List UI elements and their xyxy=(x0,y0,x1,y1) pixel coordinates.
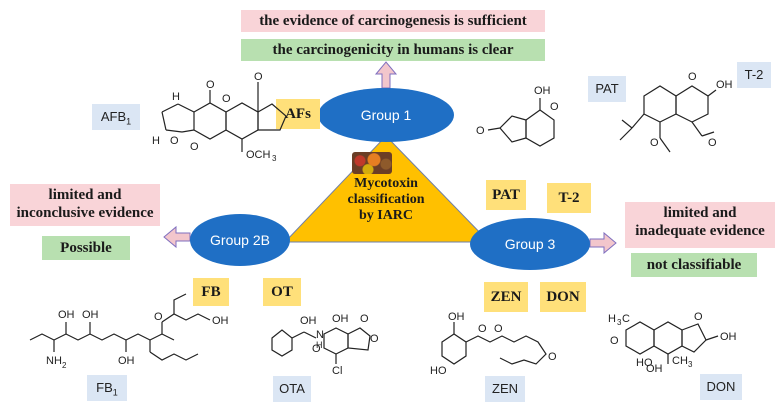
tag-t2: T-2 xyxy=(547,183,591,213)
tag-pat-structure: PAT xyxy=(588,76,626,102)
ota-oh1: OH xyxy=(300,315,317,327)
ota-cl: Cl xyxy=(332,365,342,377)
fb1-oh4: OH xyxy=(212,315,229,327)
afb1-och3-sub: 3 xyxy=(272,154,277,163)
fb1-nh2-sub: 2 xyxy=(62,361,67,370)
center-title-line2: classification xyxy=(347,192,425,207)
fb1-oh2: OH xyxy=(82,309,99,321)
fb1-sub: 1 xyxy=(112,387,118,398)
afb1-h1: H xyxy=(172,91,180,103)
center-triangle xyxy=(283,135,491,243)
tag-fb1: FB1 xyxy=(87,375,127,401)
zen-ho: HO xyxy=(430,365,447,377)
tag-fb: FB xyxy=(193,278,229,306)
group3-arrow xyxy=(589,231,617,255)
group1-evidence-label: the evidence of carcinogenesis is suffic… xyxy=(241,10,545,32)
center-title-line1: Mycotoxin xyxy=(354,176,418,191)
group2b-arrow xyxy=(163,225,191,249)
don-oh2: OH xyxy=(646,363,663,375)
group2b-evidence-label: limited and inconclusive evidence xyxy=(10,184,160,226)
spice-bowls-icon xyxy=(352,152,392,174)
fb1-o: O xyxy=(154,311,163,323)
afb1-o2: O xyxy=(254,71,263,83)
ota-o3: O xyxy=(370,333,379,345)
t2-structure: OH O O O xyxy=(619,71,733,153)
tag-don: DON xyxy=(540,282,586,312)
fb1-oh3: OH xyxy=(118,355,135,367)
tag-ot: OT xyxy=(263,278,301,306)
group2b-evidence-line2: inconclusive evidence xyxy=(16,205,154,221)
tag-afb1: AFB1 xyxy=(92,104,140,130)
tag-ota: OTA xyxy=(273,376,311,402)
group1-conclusion-label: the carcinogenicity in humans is clear xyxy=(241,39,545,61)
group3-evidence-line1: limited and xyxy=(663,205,737,221)
afb1-h2: H xyxy=(152,135,160,147)
pat-oh: OH xyxy=(534,85,551,97)
don-o1: O xyxy=(610,335,619,347)
group3-evidence-label: limited and inadequate evidence xyxy=(625,202,775,248)
afb1-o3: O xyxy=(222,93,231,105)
t2-o2: O xyxy=(650,137,659,149)
fb1-oh1: OH xyxy=(58,309,75,321)
tag-don-structure: DON xyxy=(700,374,742,400)
don-h3c-h: H xyxy=(608,313,616,325)
tag-pat: PAT xyxy=(486,180,526,210)
afb1-name: AFB xyxy=(100,109,127,124)
group1-ellipse[interactable]: Group 1 xyxy=(318,88,454,142)
afb1-sub: 1 xyxy=(126,116,132,127)
tag-afs: AFs xyxy=(276,99,320,129)
ota-oh2: OH xyxy=(332,313,349,325)
afb1-och3: OCH xyxy=(246,149,271,161)
zen-o1: O xyxy=(478,323,487,335)
tag-zen-structure: ZEN xyxy=(485,376,525,402)
center-title-line3: by IARC xyxy=(358,208,414,223)
group3-evidence-line2: inadequate evidence xyxy=(635,223,765,239)
center-title: Mycotoxin classification by IARC xyxy=(316,176,456,224)
don-h3c-sub: 3 xyxy=(617,318,622,327)
fb1-name: FB xyxy=(96,380,113,395)
ota-structure: OH OH O O O N H Cl xyxy=(271,313,379,377)
group2b-evidence-line1: limited and xyxy=(48,187,122,203)
fb1-nh2: NH xyxy=(46,355,62,367)
zen-o2: O xyxy=(494,323,503,335)
ota-h: H xyxy=(316,340,323,350)
group3-conclusion-label: not classifiable xyxy=(631,253,757,277)
don-oh1: OH xyxy=(720,331,737,343)
zen-o3: O xyxy=(548,351,557,363)
ota-nh: N xyxy=(316,329,324,341)
ota-o1: O xyxy=(360,313,369,325)
afb1-o4: O xyxy=(170,135,179,147)
don-ch3: CH xyxy=(672,355,688,367)
fb1-structure: NH 2 OH OH OH O OH xyxy=(29,293,229,370)
zen-oh1: OH xyxy=(448,311,465,323)
tag-t2-structure: T-2 xyxy=(737,62,771,88)
don-o2: O xyxy=(694,311,703,323)
group1-arrow xyxy=(374,61,398,89)
ota-o2: O xyxy=(312,343,321,355)
pat-structure: OH O O xyxy=(476,85,559,147)
pat-o1: O xyxy=(476,125,485,137)
afb1-structure: O O O O O H H OCH 3 xyxy=(152,71,287,163)
group2b-conclusion-label: Possible xyxy=(42,236,130,260)
t2-o1: O xyxy=(688,71,697,83)
pat-o2: O xyxy=(550,101,559,113)
group3-ellipse[interactable]: Group 3 xyxy=(470,218,590,270)
don-structure: H 3 C OH HO CH 3 OH O O xyxy=(608,311,737,375)
t2-oh: OH xyxy=(716,79,733,91)
tag-zen: ZEN xyxy=(484,282,528,312)
don-h3c-c: C xyxy=(622,313,630,325)
group2b-ellipse[interactable]: Group 2B xyxy=(190,214,290,266)
don-ho: HO xyxy=(636,357,653,369)
afb1-o5: O xyxy=(190,141,199,153)
afb1-o1: O xyxy=(206,79,215,91)
t2-o3: O xyxy=(708,137,717,149)
don-ch3-sub: 3 xyxy=(688,360,693,369)
zen-structure: OH HO O O O xyxy=(430,311,557,377)
